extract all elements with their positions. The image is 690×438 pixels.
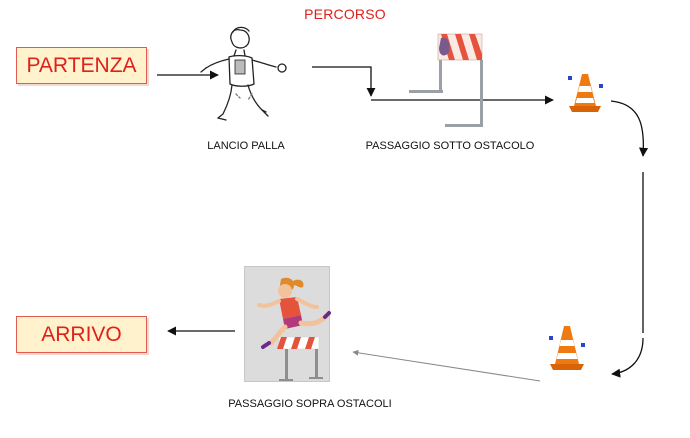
boy-throwing-ball-icon — [200, 26, 287, 121]
step-label-hurdle: PASSAGGIO SOTTO OSTACOLO — [365, 140, 535, 152]
step-label-throw: LANCIO PALLA — [207, 140, 285, 152]
traffic-cone-icon-bottom — [549, 326, 585, 370]
hurdle-icon — [409, 33, 483, 127]
arrow-throw-to-hurdle — [312, 66, 376, 97]
step-label-jump: PASSAGGIO SOPRA OSTACOLI — [228, 398, 392, 410]
jump-photo-frame — [244, 266, 331, 382]
arrow-to-second-cone — [611, 337, 644, 378]
girl-jumping-hurdle-icon — [257, 277, 331, 381]
end-box: ARRIVO — [16, 316, 147, 353]
traffic-cone-icon-top — [568, 74, 603, 112]
diagram-title: PERCORSO — [304, 6, 386, 22]
arrow-cone-down — [610, 100, 649, 157]
start-box: PARTENZA — [16, 47, 147, 84]
arrow-cone-to-jump — [352, 349, 541, 382]
